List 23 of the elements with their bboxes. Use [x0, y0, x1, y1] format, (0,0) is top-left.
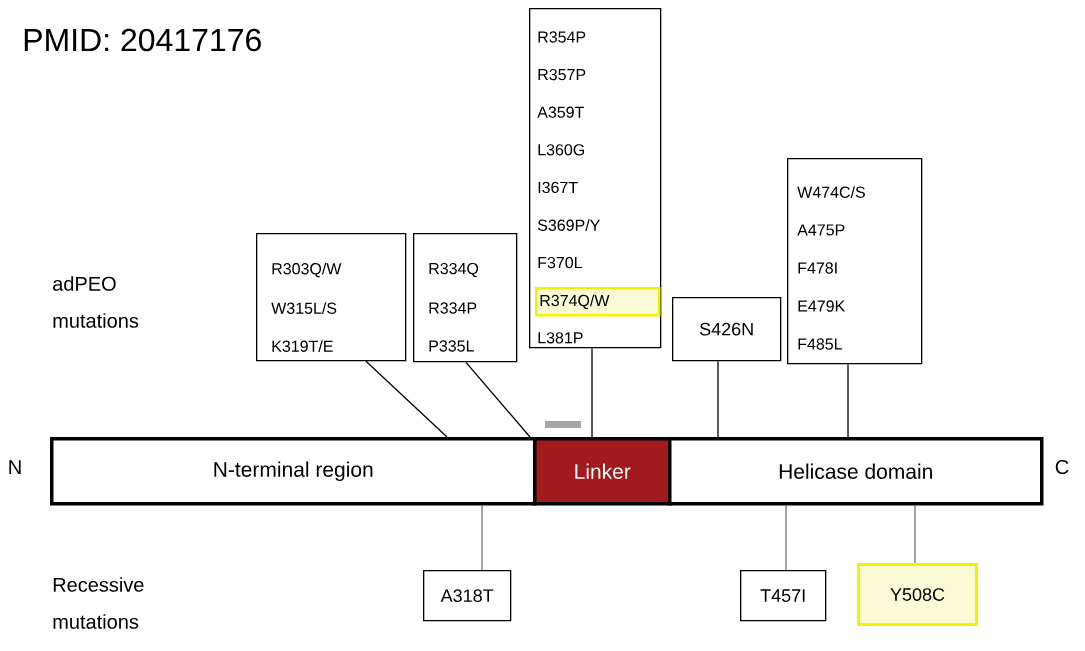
connector-line	[481, 505, 483, 571]
mutation-box: A318T	[423, 570, 512, 622]
connector-line	[717, 360, 719, 438]
mutation-box: S426N	[672, 297, 782, 362]
mutation-box: R303Q/W W315L/S K319T/E	[256, 233, 407, 362]
row-label: adPEO mutations	[53, 276, 139, 328]
connector-line	[365, 360, 448, 438]
connector-line	[914, 505, 916, 564]
row-label: Recessive mutations	[53, 577, 144, 629]
mutation-box: R334Q R334P P335L	[413, 233, 518, 363]
connector-line	[591, 347, 593, 438]
mutation-box: W474C/S A475P F478I E479K F485L	[787, 158, 923, 365]
domain-box: N-terminal region	[50, 437, 537, 506]
highlighted-mutation-box: Y508C	[857, 563, 978, 626]
mutation-box: T457I	[740, 570, 827, 622]
source-label: PMID: 20417176	[24, 28, 261, 52]
linker-box: Linker	[533, 437, 672, 506]
highlighted-mutation-box: R374Q/W	[535, 287, 661, 317]
terminus-label: N	[9, 460, 21, 474]
connector-line	[785, 505, 787, 571]
connector-line	[847, 363, 849, 438]
domain-box: Helicase domain	[668, 437, 1044, 506]
connector-line	[465, 361, 531, 438]
